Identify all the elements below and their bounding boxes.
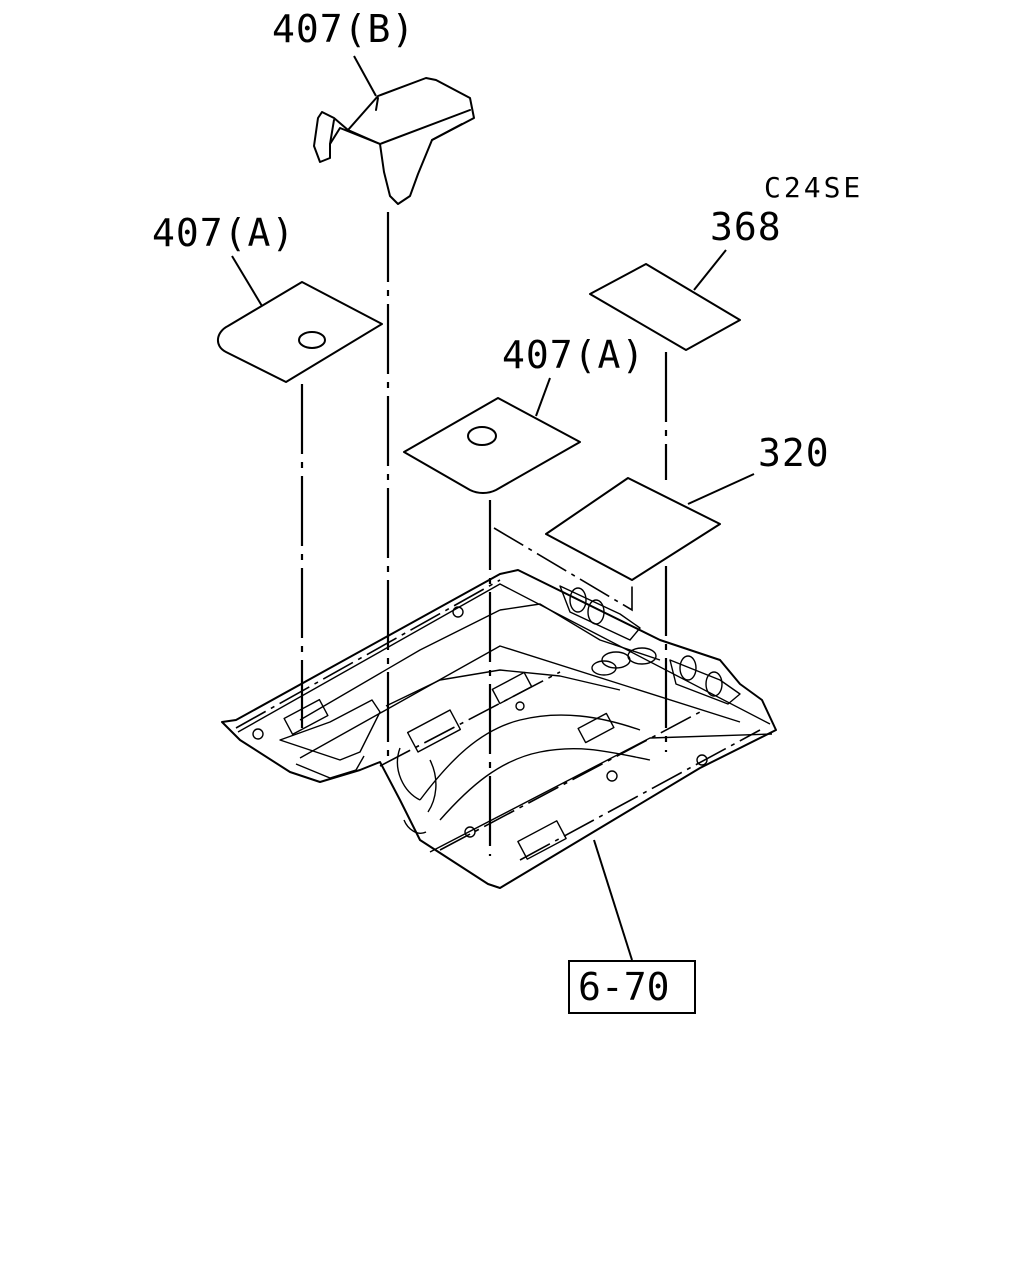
insulator-320 bbox=[545, 477, 721, 581]
floor-panel bbox=[221, 569, 777, 889]
callout-320: 320 bbox=[758, 431, 830, 475]
callout-407a-center: 407(A) bbox=[502, 333, 646, 377]
drawing-code: C24SE bbox=[764, 171, 864, 204]
assembly-lines bbox=[300, 212, 668, 856]
callout-368: 368 bbox=[710, 205, 782, 249]
callout-407b: 407(B) bbox=[272, 7, 416, 51]
insulator-368 bbox=[589, 263, 741, 351]
reference-box: 6-70 bbox=[568, 960, 696, 1014]
insulator-407a-center bbox=[403, 397, 581, 494]
leader-lines bbox=[231, 55, 755, 961]
callout-407a-left: 407(A) bbox=[152, 211, 296, 255]
insulator-407b bbox=[313, 77, 475, 205]
insulator-407a-left bbox=[217, 281, 383, 383]
